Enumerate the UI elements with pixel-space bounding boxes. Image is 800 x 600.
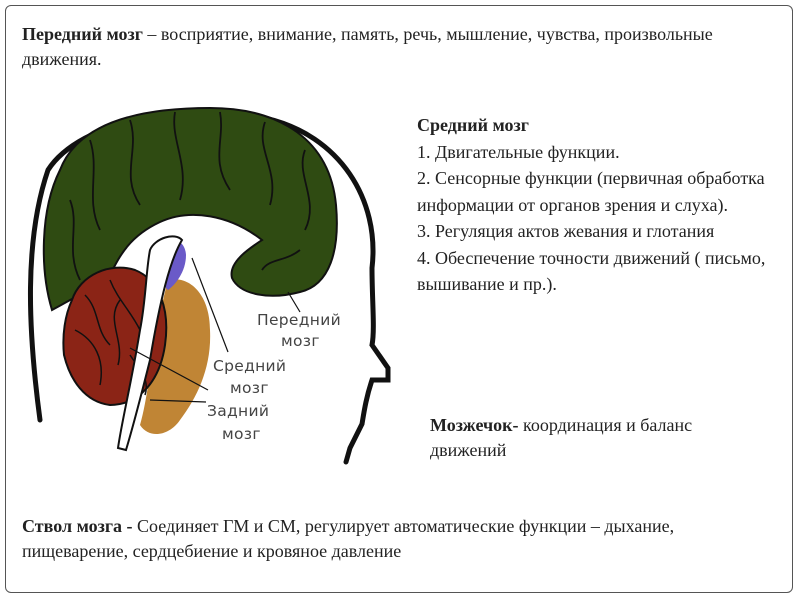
hindbrain-shape	[140, 279, 211, 435]
head-outline	[28, 109, 391, 465]
label-midbrain-line2: мозг	[230, 379, 269, 397]
midbrain-item: 1. Двигательные функции.	[417, 141, 620, 162]
forebrain-text: – восприятие, внимание, память, речь, мы…	[22, 24, 713, 69]
cerebellum-text: координация и баланс движений	[430, 415, 693, 460]
forebrain-folds	[69, 111, 311, 281]
label-midbrain-line1: Средний	[213, 357, 286, 375]
label-forebrain-line2: мозг	[281, 332, 320, 350]
forebrain-description: Передний мозг – восприятие, внимание, па…	[22, 22, 767, 72]
label-hindbrain-line1: Задний	[207, 402, 269, 420]
cerebellum-title: Мозжечок-	[430, 415, 519, 435]
midbrain-item: 4. Обеспечение точности движений ( письм…	[417, 247, 766, 295]
brainstem-text: Соединяет ГМ и СМ, регулирует автоматиче…	[22, 516, 675, 561]
slide-frame	[5, 5, 793, 593]
forebrain-title: Передний мозг	[22, 24, 143, 44]
label-hindbrain-line2: мозг	[222, 425, 261, 443]
midbrain-description: Средний мозг 1. Двигательные функции. 2.…	[417, 112, 767, 298]
brain-diagram: Передний мозг Средний мозг Задний мозг	[28, 106, 391, 465]
midbrain-title: Средний мозг	[417, 115, 529, 135]
brainstem-description: Ствол мозга - Соединяет ГМ и СМ, регулир…	[22, 514, 782, 564]
midbrain-item: 2. Сенсорные функции (первичная обработк…	[417, 168, 765, 215]
brainstem-shape	[116, 235, 184, 452]
brainstem-title: Ствол мозга -	[22, 516, 137, 536]
cerebellum-description: Мозжечок- координация и баланс движений	[430, 413, 730, 463]
label-forebrain-line1: Передний	[257, 311, 341, 329]
midbrain-item: 3. Регуляция актов жевания и глотания	[417, 221, 715, 241]
leader-lines	[129, 257, 301, 403]
